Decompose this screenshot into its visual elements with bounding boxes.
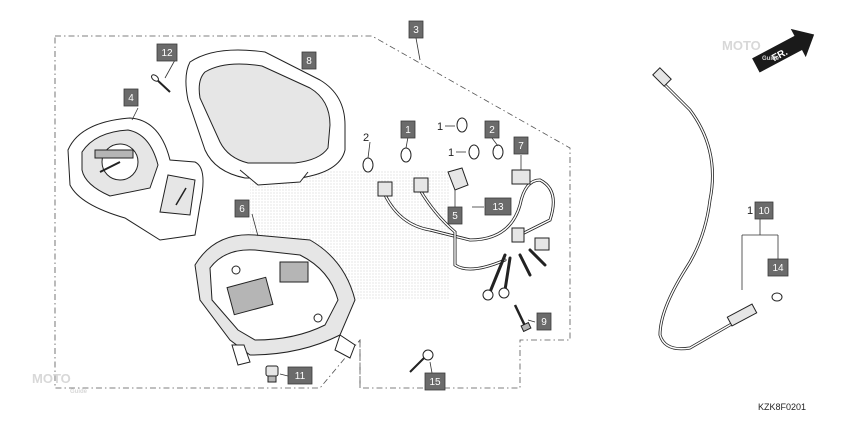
watermark-top-right: MOTO Guide — [722, 38, 780, 62]
callout-6: 6 — [234, 199, 250, 218]
svg-text:1: 1 — [405, 125, 411, 136]
callout-11: 11 — [287, 366, 313, 385]
svg-text:Guide: Guide — [762, 56, 780, 62]
callout-10: 10 — [754, 201, 774, 220]
callout-4: 4 — [123, 88, 139, 107]
callout-3: 3 — [408, 20, 424, 39]
svg-text:10: 10 — [758, 206, 770, 217]
assembly-boundary — [54, 35, 571, 389]
callout-12: 12 — [156, 43, 178, 62]
callout-14: 14 — [767, 258, 789, 277]
speedometer-cable-part — [652, 67, 783, 351]
figure-code: KZK8F0201 — [758, 402, 806, 412]
svg-text:12: 12 — [161, 48, 173, 59]
meter-cover-part — [185, 49, 346, 186]
meter-case-part — [194, 234, 356, 366]
svg-text:6: 6 — [239, 204, 245, 215]
svg-text:MOTO: MOTO — [722, 38, 761, 53]
wire-harness-part — [377, 167, 555, 301]
svg-text:13: 13 — [492, 202, 504, 213]
grommet-part — [265, 365, 279, 383]
callout-plain-1a: 1 — [437, 121, 443, 133]
callout-plain-1c: 1 — [747, 205, 753, 217]
svg-text:2: 2 — [489, 125, 495, 136]
callout-7: 7 — [513, 136, 529, 155]
callout-1: 1 — [400, 120, 416, 139]
callout-plain-2: 2 — [363, 132, 369, 144]
screw-part — [151, 74, 171, 93]
bolt-part — [513, 304, 532, 333]
svg-text:5: 5 — [452, 211, 458, 222]
svg-text:8: 8 — [306, 56, 312, 67]
svg-text:11: 11 — [295, 371, 306, 382]
svg-text:9: 9 — [541, 317, 547, 328]
svg-text:Guide: Guide — [70, 389, 88, 395]
callout-8: 8 — [301, 51, 317, 70]
svg-text:15: 15 — [429, 377, 441, 388]
callout-13: 13 — [484, 197, 512, 216]
watermark-bottom-left: MOTO Guide — [32, 371, 88, 395]
svg-text:MOTO: MOTO — [32, 371, 71, 386]
svg-text:4: 4 — [128, 93, 134, 104]
svg-text:3: 3 — [413, 25, 419, 36]
meter-face-part — [67, 117, 204, 241]
callout-bracket-10 — [741, 212, 779, 290]
callout-2: 2 — [484, 120, 500, 139]
svg-text:14: 14 — [772, 263, 784, 274]
callout-9: 9 — [536, 312, 552, 331]
callout-leaders — [131, 37, 536, 377]
callout-5: 5 — [447, 206, 463, 225]
screw-15-part — [409, 349, 434, 373]
callout-15: 15 — [424, 372, 446, 391]
svg-text:7: 7 — [518, 141, 524, 152]
callout-plain-1b: 1 — [448, 147, 454, 159]
bulbs-part — [362, 117, 504, 173]
